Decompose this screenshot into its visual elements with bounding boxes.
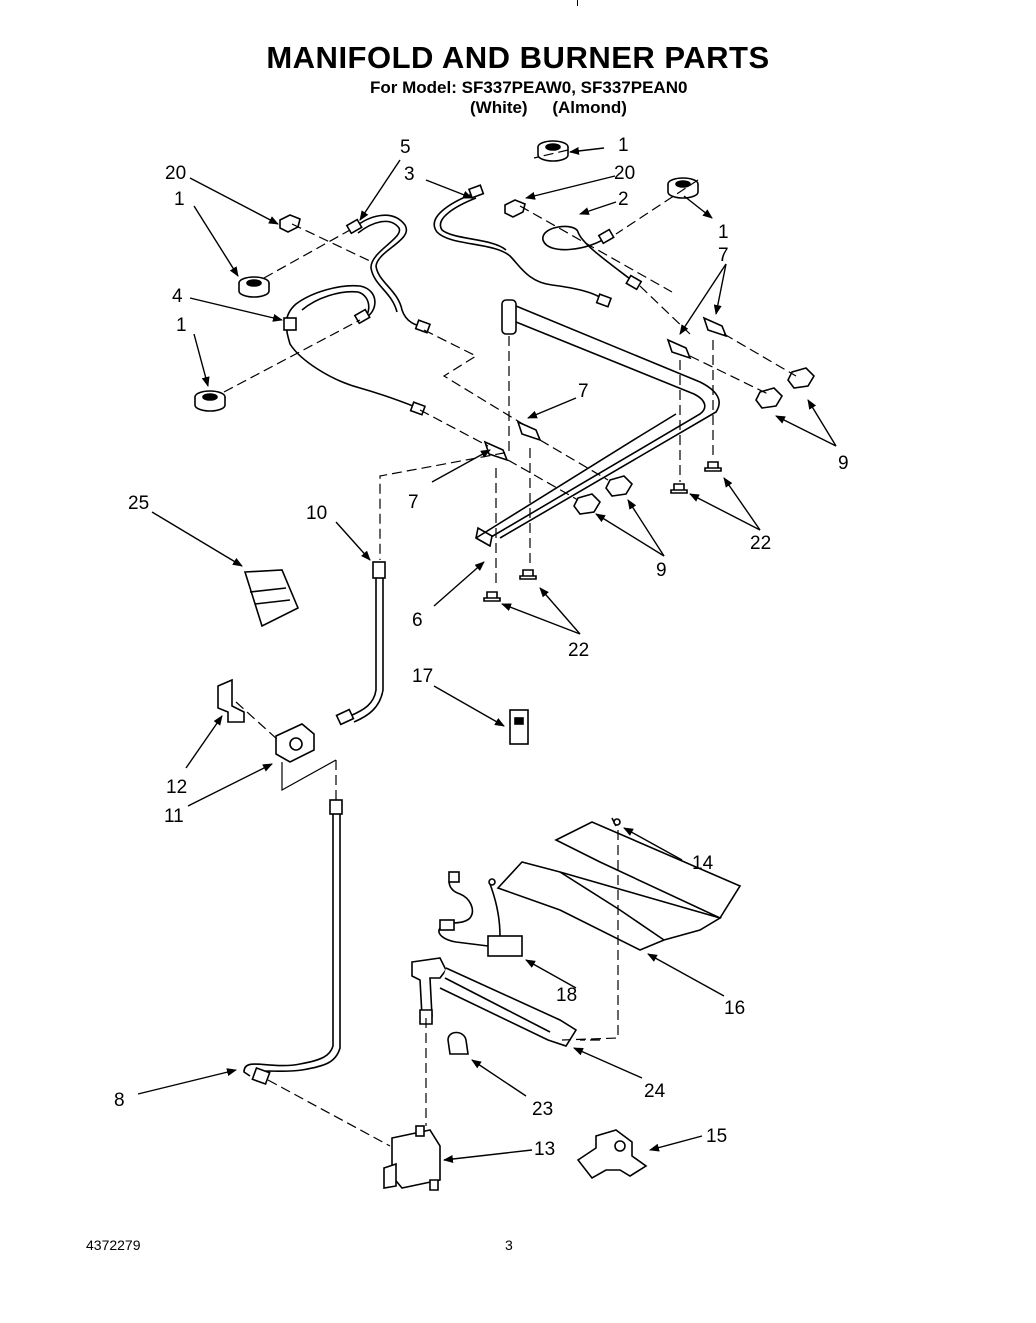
spring-clip-drawing (447, 1031, 469, 1055)
page-title: MANIFOLD AND BURNER PARTS (266, 40, 770, 75)
callout-label: 13 (534, 1139, 555, 1160)
assembly-lines-solid (281, 759, 337, 792)
valve-orifice-drawings (483, 316, 728, 462)
page-number: 3 (505, 1237, 513, 1253)
callout-label: 9 (838, 453, 849, 474)
assembly-lines (223, 149, 797, 1147)
color-variants: (White) (Almond) (470, 98, 647, 118)
callout-label: 20 (165, 163, 186, 184)
burner-tube-3-drawing-inner (439, 197, 507, 251)
burner-tube-3-drawing (433, 191, 605, 301)
top-tick-mark (577, 0, 578, 6)
surface-burner-lower-left-drawing (194, 390, 226, 412)
igniter-drawing (438, 871, 523, 957)
manifold-pipe-drawing (475, 299, 720, 548)
orifice-bracket-right-drawing (504, 199, 526, 218)
callout-label: 9 (656, 560, 667, 581)
callout-label: 23 (532, 1099, 553, 1120)
leader-arrows (137, 146, 837, 1163)
callout-label: 22 (568, 640, 589, 661)
regulator-drawing (275, 723, 315, 763)
document-number: 4372279 (86, 1237, 141, 1253)
callout-label: 7 (578, 381, 589, 402)
callout-label: 22 (750, 533, 771, 554)
callout-label: 1 (618, 135, 629, 156)
callout-label: 1 (176, 315, 187, 336)
callout-label: 1 (174, 189, 185, 210)
burner-tube-5-drawing (353, 214, 424, 328)
color-almond-label: (Almond) (552, 98, 627, 117)
callout-label: 20 (614, 163, 635, 184)
callout-label: 16 (724, 998, 745, 1019)
callout-label: 2 (618, 189, 629, 210)
callout-label: 8 (114, 1090, 125, 1111)
burner-tube-4-drawing (285, 284, 419, 409)
oven-supply-tube-drawing (243, 799, 343, 1086)
instructions-card-drawing (243, 569, 300, 628)
model-line: For Model: SF337PEAW0, SF337PEAN0 (370, 78, 688, 97)
parts-drawings (194, 140, 816, 1191)
callout-label: 7 (408, 492, 419, 513)
callout-label: 24 (644, 1081, 666, 1102)
callout-label: 11 (164, 806, 184, 827)
callout-label: 15 (706, 1126, 727, 1147)
callout-label: 14 (692, 853, 714, 874)
oven-valve-drawing (383, 1125, 441, 1191)
callout-label: 25 (128, 493, 149, 514)
callout-label: 17 (412, 666, 433, 687)
callout-label: 4 (172, 286, 183, 307)
surface-burner-top-right-drawing (667, 177, 699, 199)
oven-burner-drawing (411, 957, 578, 1047)
orifice-bracket-left-drawing (279, 214, 301, 233)
burner-tube-2-drawing (542, 225, 635, 283)
callout-label: 6 (412, 610, 423, 631)
burner-head-drawings (573, 367, 816, 515)
callout-label: 5 (400, 137, 411, 158)
regulator-tube-drawing (335, 561, 386, 726)
screw-drawings (483, 461, 722, 602)
callout-label: 12 (166, 777, 187, 798)
surface-burner-upper-left-drawing (238, 276, 270, 298)
callout-label: 18 (556, 985, 577, 1006)
callout-label: 3 (404, 164, 415, 185)
burner-baffle-drawing (554, 821, 742, 920)
callout-label: 1 (718, 222, 729, 243)
burner-tube-5-drawing-inner (357, 220, 400, 313)
callout-label: 10 (306, 503, 327, 524)
regulator-bracket-drawing (217, 678, 245, 723)
mounting-bracket-drawing (576, 1129, 648, 1180)
callout-label: 7 (718, 245, 729, 266)
burner-shield-drawing (496, 861, 722, 951)
color-white-label: (White) (470, 98, 528, 117)
small-block-drawing (509, 709, 529, 745)
callout-labels: 1 1 1 1 20 20 5 3 2 4 7 7 7 9 9 22 22 25… (114, 135, 849, 1160)
